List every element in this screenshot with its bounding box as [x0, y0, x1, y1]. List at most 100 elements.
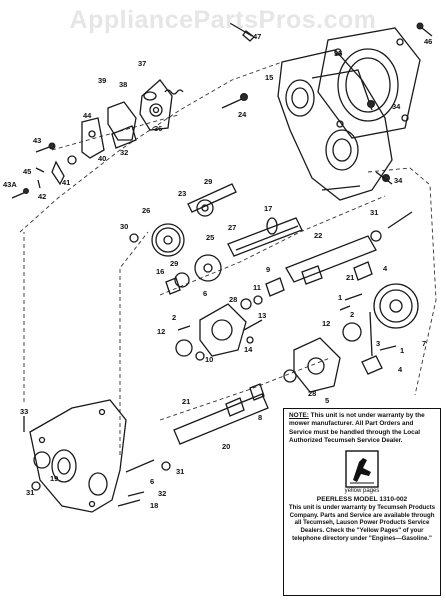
label-3: 3	[376, 339, 380, 348]
bolt-46	[416, 22, 433, 37]
label-8-upper: 8	[258, 413, 262, 422]
assembly-guide-line	[159, 357, 331, 421]
label-4-upper: 4	[383, 264, 388, 273]
note-text: NOTE: This unit is not under warranty by…	[284, 409, 440, 448]
spacer-9	[265, 277, 285, 297]
label-31-shaft: 31	[176, 467, 184, 476]
washer-31-shaft	[161, 461, 171, 471]
bushing-16	[165, 277, 181, 295]
label-35: 35	[334, 49, 342, 58]
label-32-upper: 32	[120, 148, 128, 157]
label-28-upper: 28	[229, 295, 237, 304]
screw-12-upper	[177, 325, 191, 331]
label-43: 43	[33, 136, 41, 145]
spring-37	[164, 89, 184, 95]
label-17: 17	[264, 204, 272, 213]
cover-plate-35	[317, 27, 421, 139]
washer-31-upper	[370, 230, 382, 242]
note-label: NOTE:	[289, 412, 309, 419]
label-38: 38	[119, 80, 127, 89]
label-9: 9	[266, 265, 270, 274]
label-14: 14	[244, 345, 253, 354]
label-6: 6	[203, 289, 207, 298]
spacer-8-upper	[249, 383, 265, 401]
label-25: 25	[206, 233, 214, 242]
washer-30	[129, 233, 139, 243]
label-5: 5	[325, 396, 329, 405]
bolt-43a	[11, 188, 29, 199]
label-28-lower: 28	[308, 389, 316, 398]
label-29-lower: 29	[170, 259, 178, 268]
label-12-right: 12	[322, 319, 330, 328]
splined-shaft-27	[227, 217, 303, 257]
model-number: PEERLESS MODEL 1310-002	[316, 495, 408, 503]
bushing-21-lower	[225, 397, 245, 417]
shaft-23	[187, 183, 237, 213]
note-body: This unit is not under warranty by the m…	[289, 412, 425, 445]
assembly-guide-line	[119, 231, 149, 455]
label-4-lower: 4	[398, 365, 403, 374]
bearing-17	[266, 217, 278, 235]
bolt-24	[221, 93, 248, 109]
lower-case-half	[29, 399, 127, 513]
gear-26	[151, 223, 185, 257]
label-34-upper: 34	[392, 102, 401, 111]
label-34-lower: 34	[394, 176, 403, 185]
bolt-18	[117, 499, 141, 507]
label-27: 27	[228, 223, 236, 232]
label-24: 24	[238, 110, 247, 119]
label-46: 46	[424, 37, 432, 46]
gear-2-right	[342, 322, 362, 342]
label-31-lower: 31	[26, 488, 34, 497]
pin-42	[37, 179, 41, 189]
shift-plate-36	[139, 79, 173, 131]
label-37: 37	[138, 59, 146, 68]
label-22: 22	[314, 231, 322, 240]
label-6-lower: 6	[150, 477, 154, 486]
bolt-13	[243, 319, 263, 331]
label-2-left: 2	[172, 313, 176, 322]
warranty-note-box: NOTE: This unit is not under warranty by…	[283, 408, 441, 596]
label-10: 10	[205, 355, 213, 364]
bevel-gear-6	[199, 303, 247, 357]
bolt-43	[35, 142, 56, 153]
shift-lever-39	[107, 101, 137, 141]
assembly-guide-line	[19, 61, 283, 233]
label-26: 26	[142, 206, 150, 215]
washer-40	[67, 155, 77, 165]
label-29-upper: 29	[204, 177, 212, 186]
label-18: 18	[150, 501, 158, 510]
pin-31-upper	[387, 211, 413, 229]
dowel-32-lower	[127, 491, 145, 497]
yellow-pages-caption: yellow pages	[344, 487, 380, 494]
label-7: 7	[422, 339, 426, 348]
gear-25	[194, 254, 222, 282]
washer-28-lower	[283, 369, 297, 383]
pin-45	[35, 167, 45, 173]
detent-38	[143, 91, 157, 101]
label-1-upper: 1	[338, 293, 342, 302]
gear-29-lower	[174, 272, 190, 288]
label-44: 44	[83, 111, 92, 120]
axle-shaft-20	[173, 393, 269, 445]
label-43a: 43A	[3, 180, 17, 189]
nut-34-lower	[375, 171, 393, 185]
shift-fork-32	[111, 125, 137, 149]
washer-11	[253, 295, 263, 305]
block-4-upper	[353, 261, 373, 281]
label-40: 40	[98, 154, 106, 163]
label-45: 45	[23, 167, 31, 176]
differential-gear-7	[373, 283, 419, 329]
warranty-text: This unit is under warranty by Tecumseh …	[288, 503, 436, 543]
label-11: 11	[253, 283, 261, 292]
shaft-6-lower	[125, 459, 155, 473]
label-33: 33	[20, 407, 28, 416]
retainer-41	[51, 160, 65, 186]
bushing-21-upper	[301, 265, 323, 285]
assembly-guide-line	[367, 167, 437, 396]
washer-31-lower	[31, 481, 41, 491]
bracket-44	[81, 117, 105, 159]
gear-2-left	[175, 339, 193, 357]
washer-10	[195, 351, 205, 361]
